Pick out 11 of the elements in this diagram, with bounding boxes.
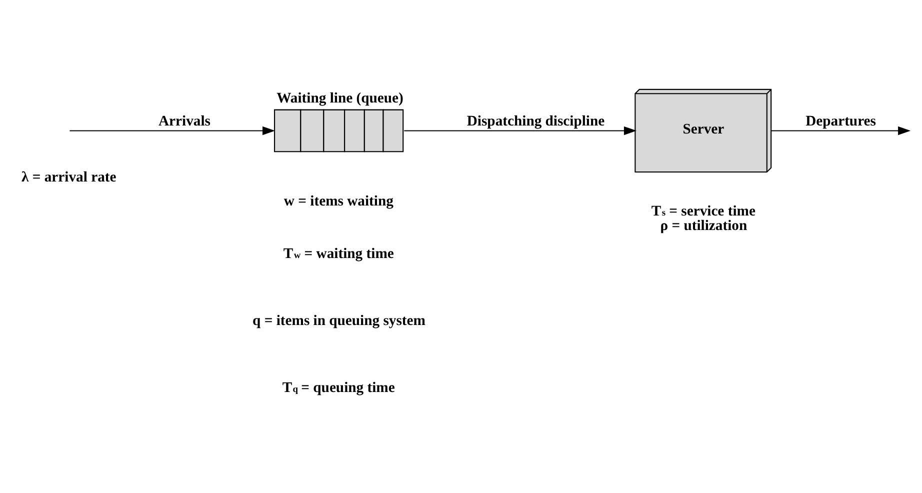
label: Tw = waiting time	[282, 246, 394, 262]
label: q = items in queuing system	[252, 312, 425, 329]
edge-label: Arrivals	[158, 114, 210, 130]
node-label: Waiting line (queue)	[276, 90, 403, 107]
edge-label: Departures	[805, 114, 876, 130]
node-label: Ts = service time	[650, 204, 755, 220]
label: Tq = queuing time	[282, 380, 394, 396]
label: w = items waiting	[283, 194, 393, 210]
edge-label: Dispatching discipline	[466, 114, 604, 130]
node-label: ρ = utilization	[660, 218, 747, 234]
label: λ = arrival rate	[21, 170, 116, 186]
